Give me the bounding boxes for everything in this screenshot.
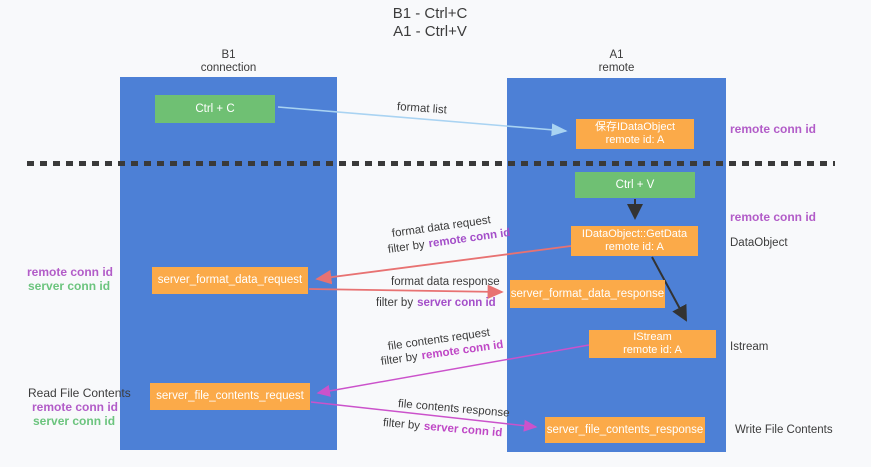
annotation-left-lower-remote-conn-id: remote conn id [32, 400, 119, 414]
node-server-file-contents-response: server_file_contents_response [545, 417, 705, 443]
node-server-file-contents-request: server_file_contents_request [150, 383, 310, 410]
node-server-format-data-request: server_format_data_request [152, 267, 308, 294]
node-ctrl-v-label: Ctrl + V [615, 178, 655, 191]
lane-a1-title: A1 [609, 49, 624, 61]
annotation-remote-conn-id-mid: remote conn id [730, 210, 817, 224]
node-server-format-data-request-label: server_format_data_request [157, 274, 303, 286]
filter-key-server-conn-id: server conn id [423, 420, 503, 440]
annotation-left-upper-server-conn-id: server conn id [28, 279, 111, 293]
annotation-left-lower-server-conn-id: server conn id [33, 414, 116, 428]
node-save-idataobject: 保存IDataObject remote id: A [576, 119, 694, 149]
diagram-title-line1: B1 - Ctrl+C [392, 5, 468, 22]
node-istream: IStream remote id: A [589, 330, 716, 358]
annotation-read-file-contents: Read File Contents [28, 386, 131, 400]
node-server-format-data-response-label: server_format_data_response [510, 287, 665, 300]
filter-by-text: filter by [380, 350, 419, 368]
lane-a1-subtitle: remote [598, 62, 635, 74]
annotation-dataobject: DataObject [730, 237, 788, 249]
node-ctrl-v: Ctrl + V [575, 172, 695, 198]
node-istream-line2: remote id: A [623, 344, 682, 356]
annotation-left-upper-remote-conn-id: remote conn id [27, 265, 114, 279]
node-idataobject-getdata-line2: remote id: A [605, 241, 664, 253]
node-idataobject-getdata-line1: IDataObject::GetData [581, 228, 688, 240]
edge-label-format-list: format list [396, 101, 448, 117]
node-idataobject-getdata: IDataObject::GetData remote id: A [571, 226, 698, 256]
node-server-file-contents-request-label: server_file_contents_request [156, 390, 304, 402]
node-ctrl-c: Ctrl + C [155, 95, 275, 123]
lane-header-b1: B1 connection [120, 49, 337, 75]
annotation-istream: Istream [730, 341, 769, 353]
lane-b1-title: B1 [221, 49, 236, 61]
filter-key-server-conn-id: server conn id [417, 297, 496, 309]
lane-header-a1: A1 remote [507, 49, 726, 75]
lane-b1-subtitle: connection [200, 62, 257, 74]
node-save-idataobject-line1: 保存IDataObject [594, 121, 676, 133]
filter-by-text: filter by [387, 238, 426, 256]
node-save-idataobject-line2: remote id: A [605, 134, 665, 146]
diagram-title-line2: A1 - Ctrl+V [393, 23, 467, 40]
edge-label-format-data-response: format data response [391, 276, 500, 288]
node-ctrl-c-label: Ctrl + C [195, 102, 235, 115]
node-istream-line1: IStream [633, 331, 672, 343]
diagram-title: B1 - Ctrl+C A1 - Ctrl+V [300, 5, 560, 41]
node-server-file-contents-response-label: server_file_contents_response [546, 423, 704, 436]
filter-by-text: filter by [376, 297, 414, 309]
annotation-write-file-contents: Write File Contents [735, 424, 833, 436]
arrow-format-data-response [308, 284, 504, 299]
clipboard-boundary-dashed-line [27, 161, 835, 166]
edge-label-file-contents-response: file contents response [397, 398, 510, 420]
annotation-remote-conn-id-top: remote conn id [730, 122, 817, 136]
node-server-format-data-response: server_format_data_response [510, 280, 665, 308]
filter-by-text: filter by [382, 417, 421, 433]
